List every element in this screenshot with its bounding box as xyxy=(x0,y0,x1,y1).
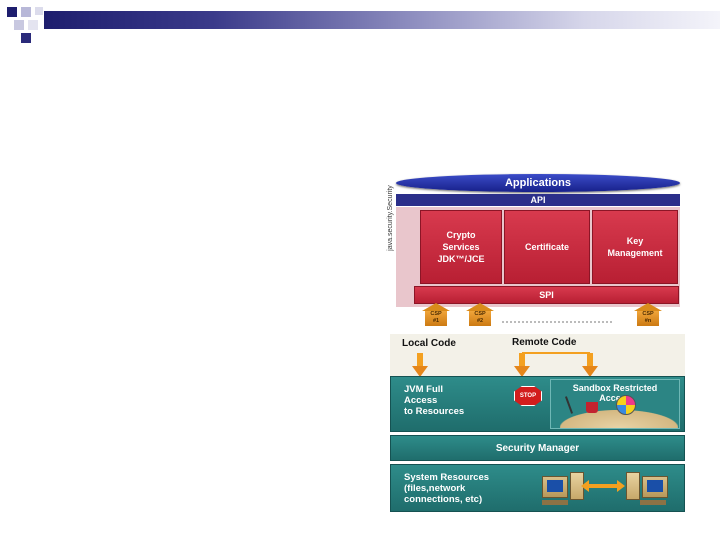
csp-n-arrowhead xyxy=(634,303,662,311)
keyboard-left xyxy=(542,500,568,505)
keyboard-right xyxy=(640,500,666,505)
remote-code-label: Remote Code xyxy=(512,337,577,348)
security-manager-label: Security Manager xyxy=(495,442,580,454)
tower-right xyxy=(626,472,640,500)
csp-1-arrowhead xyxy=(422,303,450,311)
header-square-6 xyxy=(35,7,43,15)
crypto-services-box: Crypto Services JDK™/JCE xyxy=(420,210,502,284)
remote-code-split-line xyxy=(522,352,590,354)
security-manager-panel xyxy=(390,435,685,461)
header-square-5 xyxy=(21,33,31,43)
computer-right-icon xyxy=(626,472,672,508)
monitor-left xyxy=(542,476,568,498)
code-source-band xyxy=(390,334,685,376)
csp-2-label: CSP #2 xyxy=(469,311,491,326)
network-double-arrow xyxy=(581,480,625,492)
remote-code-arrow-right xyxy=(582,353,598,377)
sandbox-restricted-label: Sandbox Restricted Access xyxy=(572,383,658,403)
header-square-2 xyxy=(21,7,31,17)
monitor-right xyxy=(642,476,668,498)
csp-n-provider: CSP #n xyxy=(634,303,662,327)
more-providers-dots xyxy=(502,321,612,323)
csp-1-label: CSP #1 xyxy=(425,311,447,326)
header-square-3 xyxy=(14,20,24,30)
spi-layer: SPI xyxy=(414,286,679,304)
api-layer: API xyxy=(396,194,680,206)
java-security-label: java.security.Security xyxy=(387,185,394,251)
csp-2-arrowhead xyxy=(466,303,494,311)
jvm-full-access-label: JVM Full Access to Resources xyxy=(404,384,465,417)
header-gradient-bar xyxy=(44,11,720,29)
header-square-1 xyxy=(7,7,17,17)
local-code-arrow xyxy=(412,353,428,377)
applications-layer: Applications xyxy=(396,174,680,192)
certificate-box: Certificate xyxy=(504,210,590,284)
key-management-box: Key Management xyxy=(592,210,678,284)
sand-pile-icon xyxy=(560,410,678,428)
header-square-4 xyxy=(28,20,38,30)
csp-n-label: CSP #n xyxy=(637,311,659,326)
csp-1-provider: CSP #1 xyxy=(422,303,450,327)
computer-left-icon xyxy=(542,472,588,508)
stop-sign-icon: STOP xyxy=(514,386,542,406)
bucket-icon xyxy=(586,402,598,413)
system-resources-label: System Resources (files,network connecti… xyxy=(404,472,490,505)
beach-ball-icon xyxy=(616,395,636,415)
remote-code-arrow-left xyxy=(514,353,530,377)
security-architecture-diagram: Applications API java.security.Security … xyxy=(387,170,685,515)
local-code-label: Local Code xyxy=(402,338,456,349)
csp-2-provider: CSP #2 xyxy=(466,303,494,327)
